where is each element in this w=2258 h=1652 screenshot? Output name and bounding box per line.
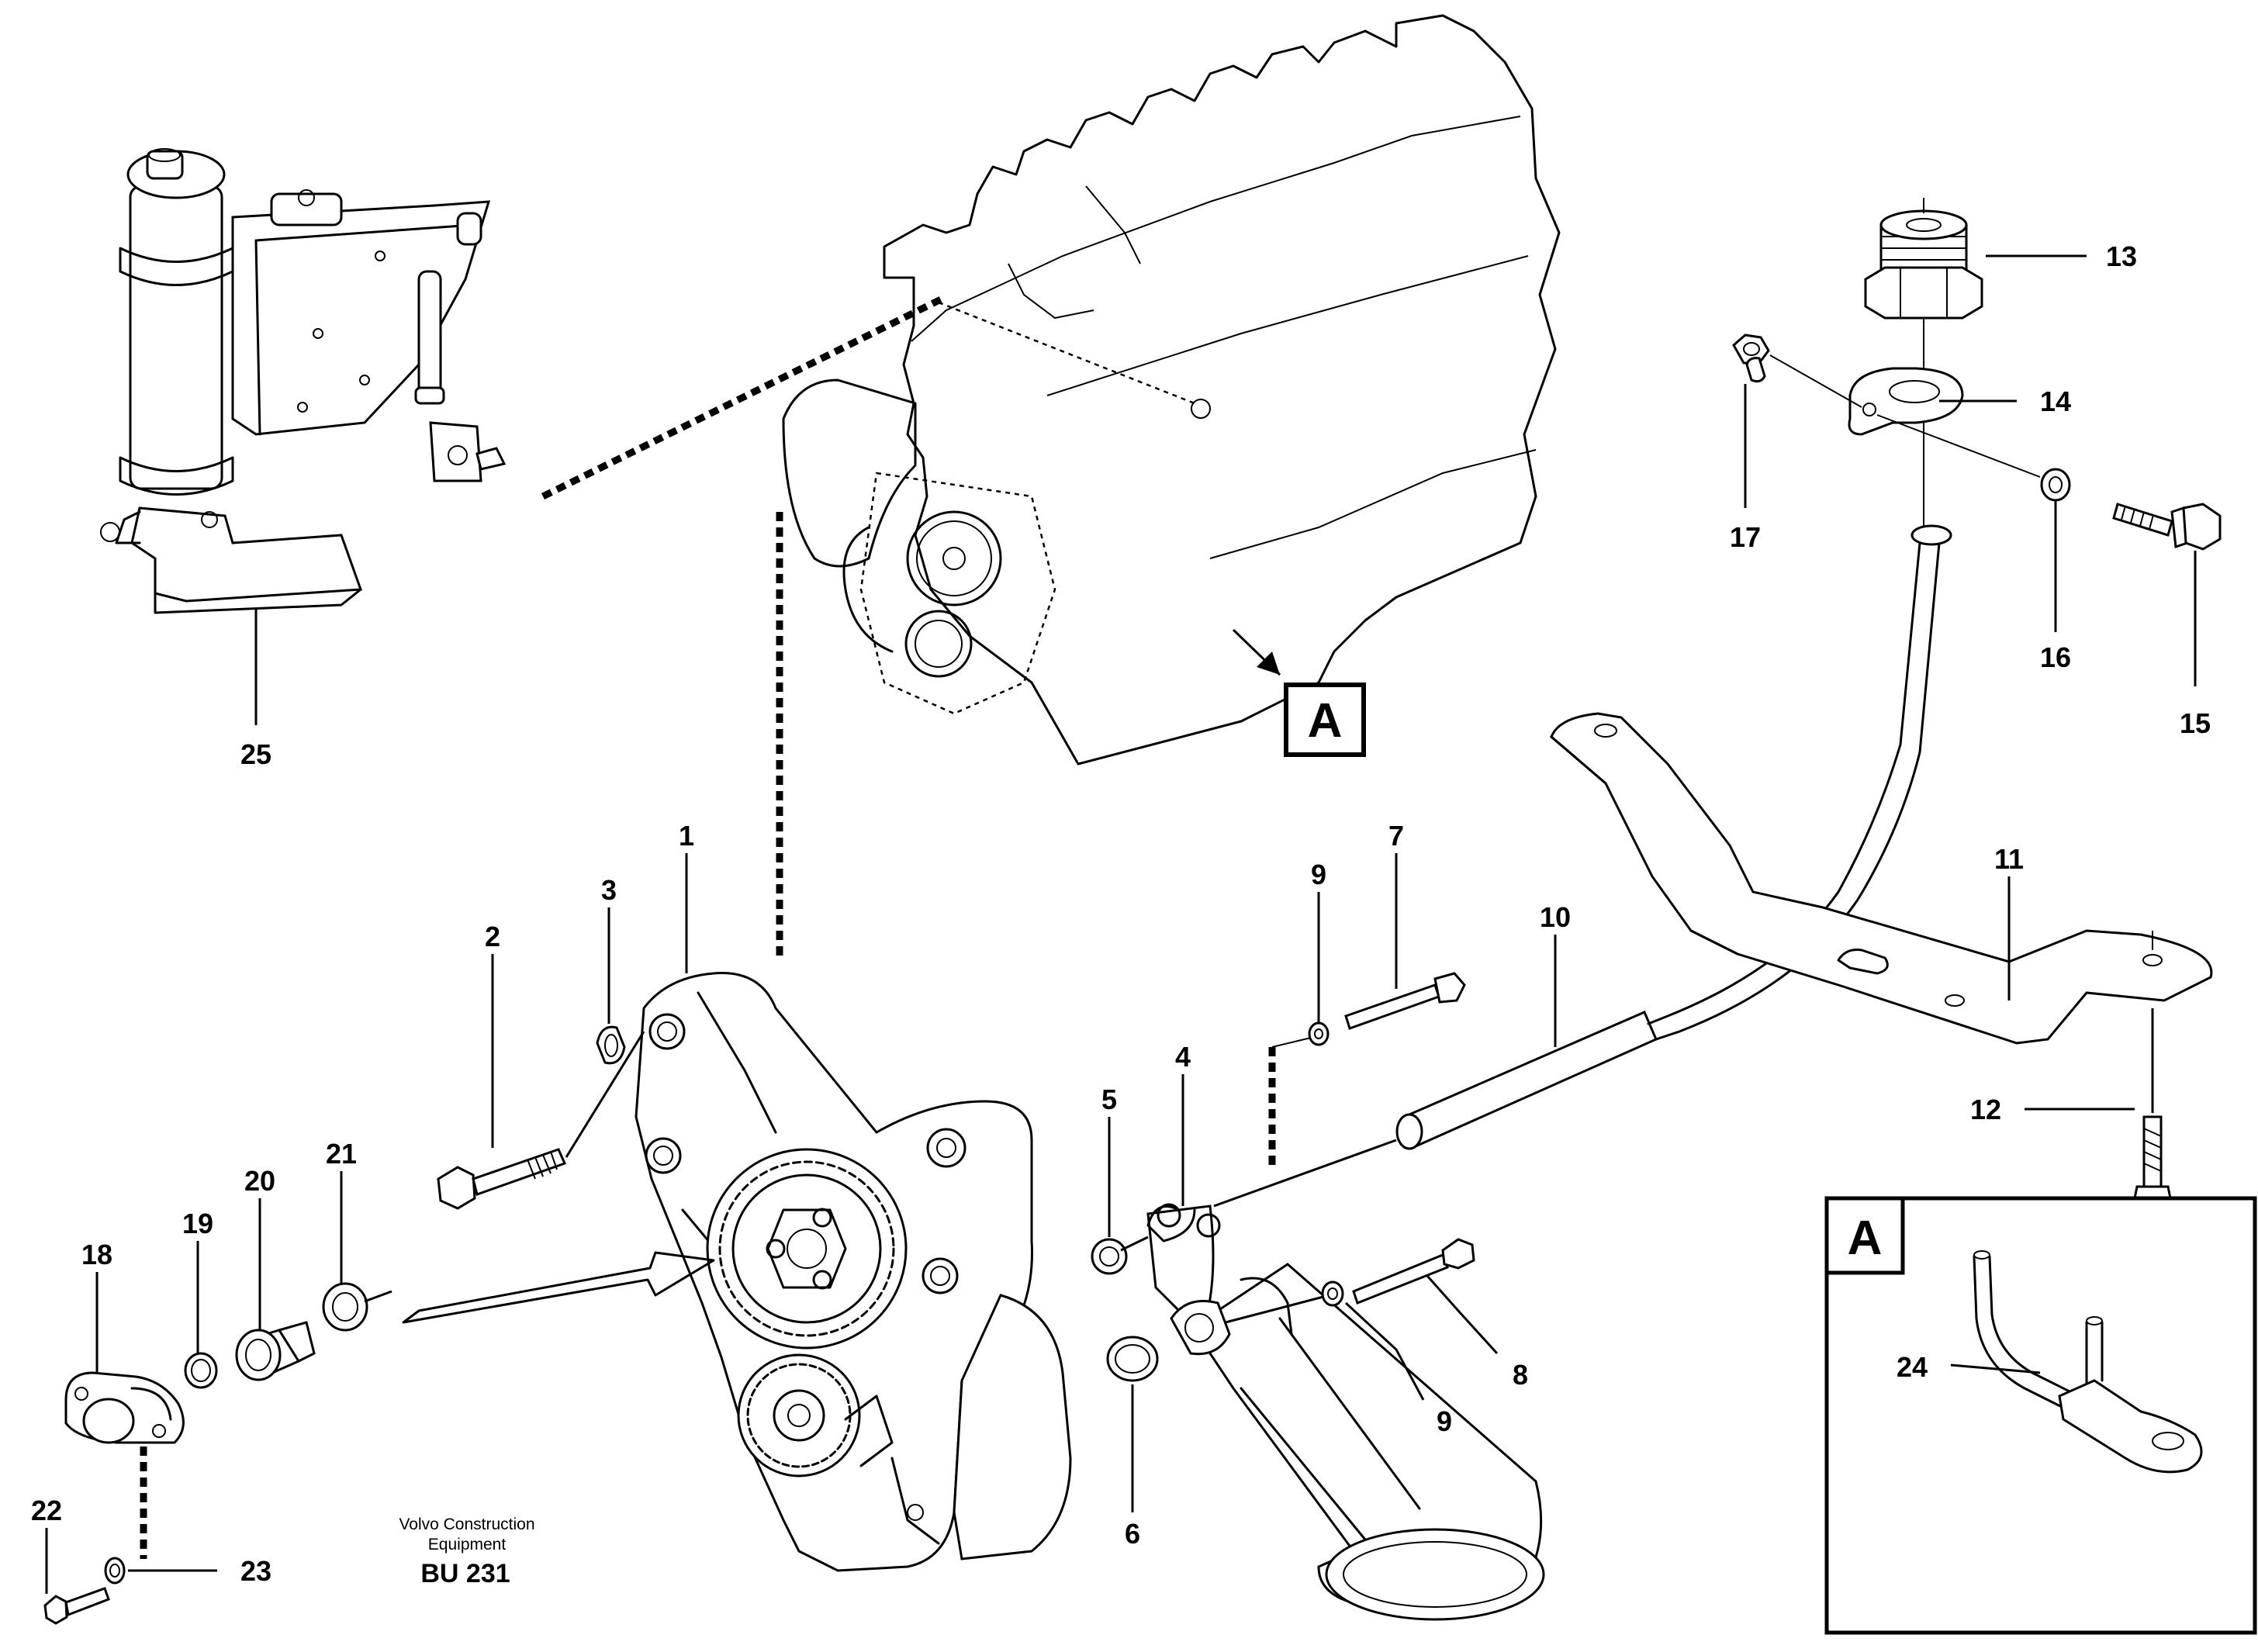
callout-14: 14 [2040, 385, 2071, 417]
callout-6: 6 [1125, 1518, 1140, 1550]
callout-15: 15 [2180, 707, 2211, 739]
callout-13: 13 [2106, 240, 2137, 272]
callout-22: 22 [31, 1495, 62, 1526]
callout-11: 11 [1994, 843, 2024, 875]
union-13 [1864, 198, 1983, 320]
detail-marker-a: A [1284, 683, 1366, 757]
oil-pump [635, 972, 1072, 1572]
callout-8: 8 [1513, 1359, 1528, 1391]
washer-9-upper [1308, 1021, 1330, 1046]
part-20 [235, 1321, 316, 1381]
detail-box-a: A [1824, 1196, 2257, 1635]
callout-23: 23 [240, 1555, 271, 1587]
callout-9-lower: 9 [1437, 1405, 1452, 1437]
callout-16: 16 [2040, 641, 2071, 673]
callout-4: 4 [1175, 1041, 1191, 1073]
callout-2: 2 [485, 921, 500, 952]
washer-23 [104, 1557, 126, 1585]
connection-line-filter-engine [541, 295, 944, 500]
callout-21: 21 [326, 1138, 357, 1170]
footer-company-line2: Equipment [428, 1536, 507, 1554]
footer: Volvo Construction Equipment BU 231 [399, 1515, 534, 1588]
footer-company-line1: Volvo Construction [399, 1515, 534, 1533]
assembly-arrow [402, 1251, 715, 1324]
callout-9-upper: 9 [1311, 859, 1326, 890]
clamp-14 [1848, 367, 1964, 436]
callout-10: 10 [1540, 901, 1571, 933]
callout-24: 24 [1897, 1351, 1928, 1383]
bolt-15 [2112, 503, 2222, 551]
footer-code: BU 231 [420, 1559, 510, 1588]
oil-filter-assembly [100, 148, 507, 614]
svg-text:A: A [1848, 1211, 1883, 1265]
callout-19: 19 [182, 1208, 213, 1239]
o-ring-19 [184, 1352, 218, 1389]
washer-16 [2040, 468, 2071, 502]
bolt-22 [43, 1587, 110, 1625]
pipe-10 [1213, 524, 1952, 1208]
callout-1: 1 [679, 820, 694, 852]
part-21 [322, 1282, 368, 1332]
callout-3: 3 [601, 874, 617, 906]
callout-numbers: 1 2 3 4 5 6 7 8 9 9 10 11 12 13 14 15 16… [31, 240, 2211, 1587]
svg-text:A: A [1308, 694, 1343, 748]
leader-lines [45, 254, 2197, 1594]
washer-3 [596, 1025, 626, 1065]
bolt-2 [437, 1148, 567, 1210]
plug-18 [64, 1371, 185, 1444]
suction-strainer [1146, 1203, 1545, 1621]
bracket-11 [1550, 712, 2213, 1045]
callout-17: 17 [1730, 521, 1761, 553]
bolt-8 [1352, 1238, 1475, 1305]
callout-20: 20 [244, 1165, 275, 1197]
callout-18: 18 [81, 1239, 112, 1270]
callout-5: 5 [1101, 1083, 1117, 1115]
washer-9-lower [1321, 1280, 1344, 1307]
o-ring-6 [1106, 1336, 1159, 1382]
callout-25: 25 [240, 738, 271, 770]
callout-7: 7 [1388, 820, 1404, 852]
engine-block [782, 14, 1561, 766]
nut-17 [1732, 334, 1770, 383]
callout-12: 12 [1970, 1094, 2001, 1125]
bolt-7 [1344, 972, 1466, 1030]
washer-5 [1091, 1238, 1128, 1275]
